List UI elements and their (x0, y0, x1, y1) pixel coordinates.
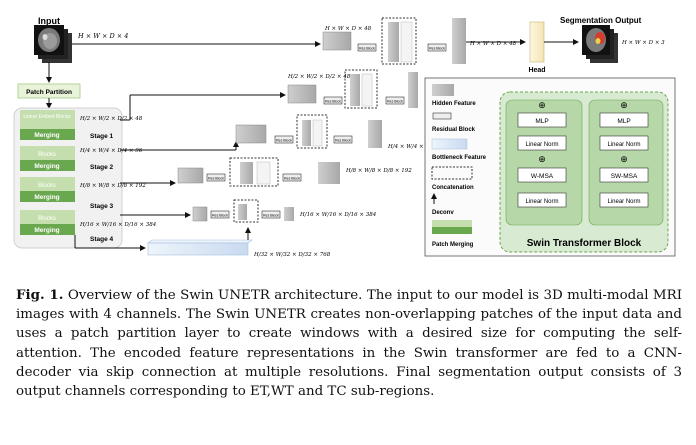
svg-text:⊕: ⊕ (538, 154, 546, 164)
legend-merge-swatch-b (432, 227, 472, 234)
stage1-dims: H/2 × W/2 × D/2 × 48 (79, 116, 143, 122)
norm-box-4 (599, 192, 649, 208)
input-dims: H × W × D × 4 (77, 32, 128, 40)
res-block-4b: Res Block (284, 177, 300, 181)
res-block-2a: Res Block (325, 100, 341, 104)
head-label: Head (528, 67, 545, 74)
stage3-block (20, 177, 75, 191)
stage4-block (20, 210, 75, 224)
res-block-5b: Res Block (263, 214, 279, 218)
legend-merge-swatch-a (432, 220, 472, 227)
legend-concat-swatch (431, 166, 473, 180)
legend-res-swatch (432, 112, 452, 120)
merging-2-label: Merging (34, 163, 59, 170)
swmsa-box (599, 167, 649, 183)
svg-text:⊕: ⊕ (620, 154, 628, 164)
norm-box-3 (599, 135, 649, 151)
merging-3-label: Merging (34, 194, 59, 201)
output-dims: H × W × D × 3 (621, 40, 665, 46)
decoder-dims-1: H × W × D × 48 (324, 26, 372, 32)
merging-3 (20, 191, 75, 202)
decoder-dims-4: H/8 × W/8 × D/8 × 192 (345, 168, 412, 174)
mlp-box-2 (599, 112, 649, 128)
stage4-block-label: Blocks (38, 216, 56, 222)
svg-text:⊕: ⊕ (538, 100, 546, 110)
stage1-block-label: Linear Embed Blocks (23, 114, 71, 120)
head-block (529, 21, 545, 63)
res-block-1b: Res Block (429, 47, 445, 51)
svg-text:⊕: ⊕ (620, 100, 628, 110)
stage3-block-label: Blocks (38, 183, 56, 189)
res-block-2b: Res Block (387, 100, 403, 104)
figure-caption: Fig. 1. Overview of the Swin UNETR archi… (16, 286, 682, 401)
wmsa-box (517, 167, 567, 183)
stage3-dims: H/8 × W/8 × D/8 × 192 (79, 183, 146, 189)
stage4-dims: H/16 × W/16 × D/16 × 384 (79, 222, 157, 228)
decoder-dims-2: H/2 × W/2 × D/2 × 48 (287, 74, 351, 80)
legend-hidden: Hidden Feature (432, 101, 476, 107)
stage4-label: Stage 4 (90, 236, 114, 243)
input-label: Input (38, 16, 60, 26)
bottleneck-feature (147, 239, 253, 256)
norm-label-1: Linear Norm (525, 142, 558, 148)
bottleneck-dims: H/32 × W/32 × D/32 × 768 (253, 252, 331, 258)
norm-box-2 (517, 192, 567, 208)
output-label: Segmentation Output (560, 16, 642, 25)
decoder-dims-3: H/4 × W/4 × D/4 × 96 (387, 144, 451, 150)
stage1-block (20, 110, 75, 129)
merging-4-label: Merging (34, 227, 59, 234)
norm-label-2: Linear Norm (525, 199, 558, 205)
legend-bottleneck: Bottleneck Feature (432, 155, 487, 161)
decoder-dims-out: H × W × D × 48 (469, 41, 517, 47)
stage1-label: Stage 1 (90, 133, 114, 140)
decoder-level-3: Res Block Res Block H/4 × W/4 × D/4 × 96 (120, 114, 451, 151)
legend-residual: Residual Block (432, 127, 476, 133)
stage3-label: Stage 3 (90, 203, 114, 210)
stage2-block (20, 146, 75, 160)
norm-box-1 (517, 135, 567, 151)
wmsa-label: W-MSA (531, 173, 554, 180)
legend-merging: Patch Merging (432, 242, 474, 248)
mlp-box-1 (517, 112, 567, 128)
swmsa-label: SW-MSA (611, 173, 638, 180)
merging-2 (20, 160, 75, 171)
legend-concat: Concatenation (432, 185, 474, 191)
norm-label-4: Linear Norm (607, 199, 640, 205)
res-block-1a: Res Block (359, 47, 375, 51)
merging-1-label: Merging (34, 132, 59, 139)
segmentation-output-image (582, 25, 618, 63)
legend-deconv: Deconv (432, 210, 454, 216)
res-block-4a: Res Block (208, 177, 224, 181)
merging-4 (20, 224, 75, 235)
decoder-level-5: Res Block Res Block H/16 × W/16 × D/16 ×… (120, 199, 377, 223)
input-mri-image (34, 25, 72, 63)
decoder-level-1: Res Block Res Block H × W × D × 48 H × W… (322, 17, 526, 65)
merging-1 (20, 129, 75, 140)
stage2-label: Stage 2 (90, 164, 114, 171)
legend-bottleneck-swatch (431, 138, 468, 150)
decoder-level-4: Res Block Res Block H/8 × W/8 × D/8 × 19… (120, 157, 412, 187)
stage2-dims: H/4 × W/4 × D/4 × 96 (79, 148, 143, 154)
architecture-diagram: Input H × W × D × 4 Patch Partition Line… (13, 16, 676, 258)
res-block-3a: Res Block (276, 139, 292, 143)
mlp-label-2: MLP (617, 118, 630, 125)
norm-label-3: Linear Norm (607, 142, 640, 148)
mlp-label-1: MLP (535, 118, 548, 125)
decoder-level-2: Res Block Res Block H/2 × W/2 × D/2 × 48 (120, 69, 418, 121)
decoder-dims-5: H/16 × W/16 × D/16 × 384 (299, 212, 377, 218)
legend-hidden-swatch (432, 84, 454, 96)
swin-title: Swin Transformer Block (527, 238, 642, 249)
patch-partition-label: Patch Partition (26, 89, 72, 96)
res-block-3b: Res Block (335, 139, 351, 143)
stage2-block-label: Blocks (38, 152, 56, 158)
caption-label: Fig. 1. (16, 287, 64, 303)
res-block-5a: Res Block (212, 214, 228, 218)
caption-text: Overview of the Swin UNETR architecture.… (16, 288, 682, 400)
